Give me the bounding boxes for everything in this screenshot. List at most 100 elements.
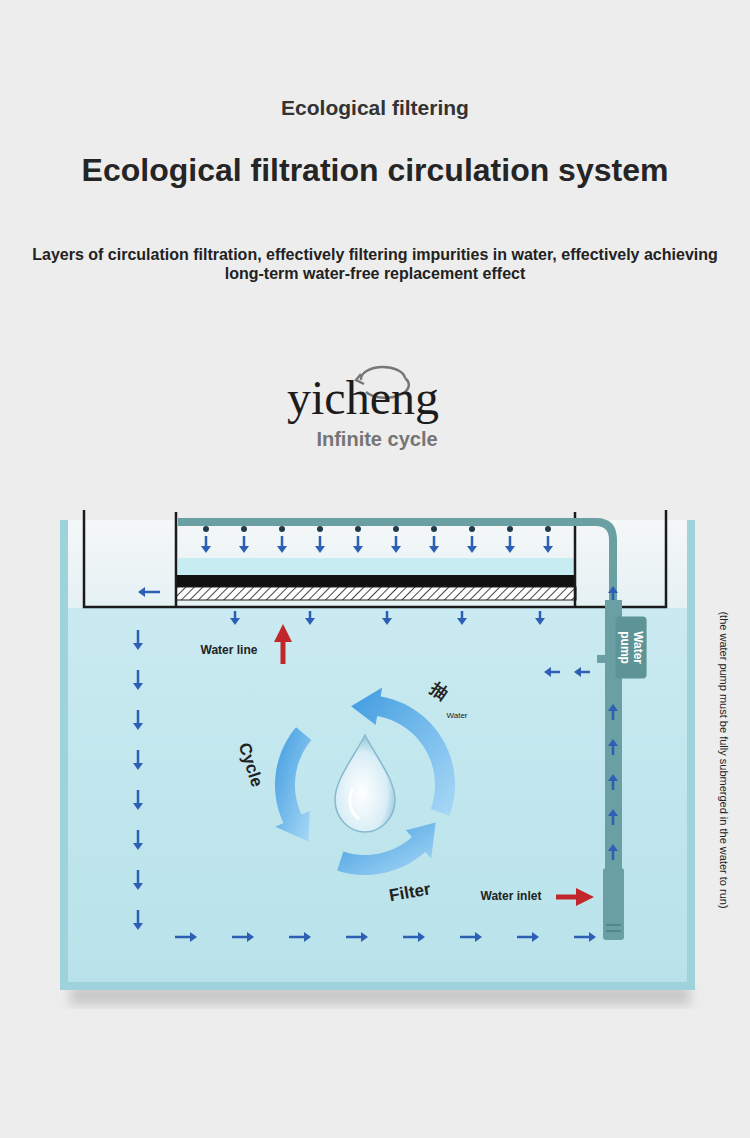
spray-hole [545, 526, 551, 532]
flow-arrow [137, 710, 140, 725]
flow-arrowhead [133, 803, 143, 810]
filter-sponge-layer [176, 575, 576, 587]
flow-arrowhead [589, 932, 596, 942]
drop-highlight [350, 790, 358, 818]
water-line-arrow [274, 624, 292, 642]
tank-air [60, 520, 695, 615]
flow-arrowhead [574, 667, 581, 677]
flow-arrowhead [138, 587, 145, 597]
spray-hole [469, 526, 475, 532]
flow-arrowhead [190, 932, 197, 942]
pump-inlet [603, 868, 624, 940]
flow-arrowhead [353, 546, 363, 553]
flow-arrowhead [277, 546, 287, 553]
flow-arrow [137, 630, 140, 645]
flow-arrowhead [544, 667, 551, 677]
flow-arrowhead [457, 618, 467, 625]
flow-arrow [137, 750, 140, 765]
note: (the water pump must be fully submerged … [716, 610, 729, 910]
tank-water [60, 608, 695, 990]
flow-arrow [574, 936, 591, 939]
flow-arrowhead [133, 883, 143, 890]
flow-arrowhead [304, 932, 311, 942]
water-line-label: Water line [201, 643, 258, 657]
water-inlet-arrow [556, 895, 578, 900]
flow-arrow [137, 870, 140, 885]
flow-arrowhead [543, 546, 553, 553]
flow-arrow [460, 936, 477, 939]
flow-arrowhead [133, 723, 143, 730]
spray-hole [393, 526, 399, 532]
flow-arrowhead [535, 618, 545, 625]
flow-arrowhead [608, 844, 618, 851]
spray-hole [355, 526, 361, 532]
flow-arrowhead [361, 932, 368, 942]
flow-arrows [133, 526, 618, 942]
flow-arrowhead [532, 932, 539, 942]
flow-arrowhead [133, 763, 143, 770]
flow-arrowhead [201, 546, 211, 553]
flow-arrowhead [608, 739, 618, 746]
subheading: Ecological filtering [281, 95, 469, 120]
tagline: Infinite cycle [316, 427, 437, 451]
spray-hole [507, 526, 513, 532]
subtitle: Layers of circulation filtration, effect… [13, 245, 737, 283]
flow-arrowhead [382, 618, 392, 625]
spray-hole [203, 526, 209, 532]
flow-arrow [346, 936, 363, 939]
flow-arrowhead [133, 643, 143, 650]
flow-arrowhead [230, 618, 240, 625]
flow-arrowhead [315, 546, 325, 553]
water-drop [335, 735, 395, 832]
cycle-arrow [275, 727, 311, 841]
flow-arrowhead [475, 932, 482, 942]
water-pump: Water pump [615, 617, 646, 679]
inlet-slots [606, 925, 621, 931]
filter-divider [176, 512, 575, 606]
flow-arrow [143, 591, 160, 594]
spray-hole [279, 526, 285, 532]
flow-arrowhead [608, 774, 618, 781]
flow-arrowhead [608, 704, 618, 711]
spray-pipe [178, 522, 613, 600]
flow-arrowhead [247, 932, 254, 942]
spray-hole [317, 526, 323, 532]
flow-arrow [137, 910, 140, 925]
cycle-arrow [337, 823, 435, 875]
flow-arrow [137, 830, 140, 845]
flow-arrow [137, 670, 140, 685]
spray-hole [241, 526, 247, 532]
flow-arrowhead [418, 932, 425, 942]
pump-action-label: Water [446, 711, 467, 721]
flow-arrow [517, 936, 534, 939]
flow-arrowhead [305, 618, 315, 625]
flow-arrowhead [133, 683, 143, 690]
pump-label: Water pump [618, 621, 643, 675]
water-line-arrow [281, 640, 286, 664]
flow-arrow [403, 936, 420, 939]
tank-wall [64, 520, 691, 986]
flow-arrowhead [239, 546, 249, 553]
flow-arrowhead [505, 546, 515, 553]
flow-arrow [289, 936, 306, 939]
flow-arrow [137, 790, 140, 805]
flow-arrowhead [133, 923, 143, 930]
watermark: yicheng [287, 369, 439, 427]
title: Ecological filtration circulation system [82, 151, 669, 189]
flow-arrowhead [608, 586, 618, 593]
water-inlet-arrow [576, 888, 594, 906]
filter-water-layer [178, 558, 574, 576]
flow-arrowhead [429, 546, 439, 553]
flow-arrowhead [133, 843, 143, 850]
flow-arrowhead [608, 809, 618, 816]
flow-arrow [175, 936, 192, 939]
flow-arrow [232, 936, 249, 939]
water-inlet-label: Water inlet [481, 889, 542, 903]
spray-hole [431, 526, 437, 532]
filter-box [84, 510, 666, 607]
pump-outlet [597, 655, 607, 663]
flow-arrowhead [467, 546, 477, 553]
filter-mesh-layer [176, 587, 576, 600]
flow-arrowhead [391, 546, 401, 553]
